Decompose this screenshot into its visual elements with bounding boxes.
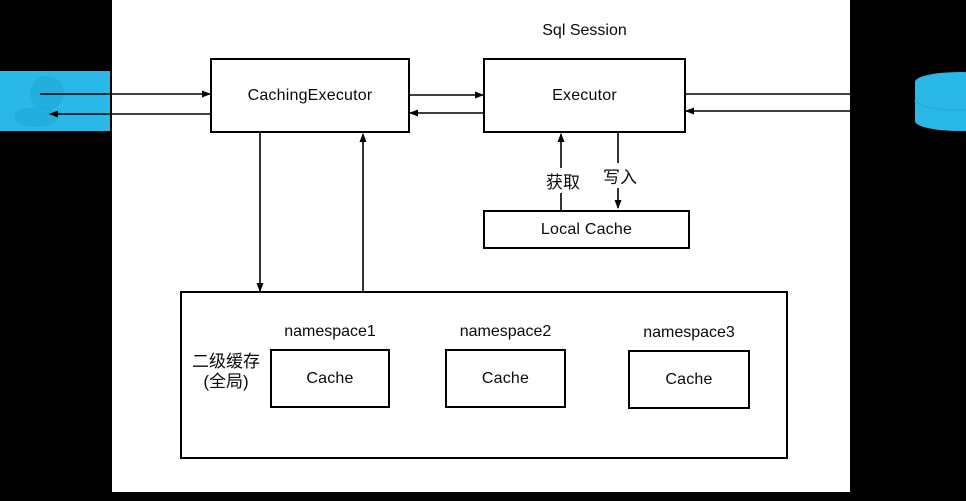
namespace1-cache-label: Cache [306,369,354,387]
caching-executor-label: CachingExecutor [247,86,373,104]
second-level-cache-label-line2: (全局) [203,372,249,392]
local-cache-label: Local Cache [540,220,633,238]
second-level-cache-label: 二级缓存 (全局) [182,352,270,393]
namespace2-cache-label: Cache [481,369,530,387]
namespace2-label: namespace2 [459,323,552,340]
namespace2-cache-node: Cache [445,349,566,408]
local-cache-node: Local Cache [483,210,690,249]
executor-label: Executor [552,86,617,104]
sql-session-label: Sql Session [542,22,627,39]
user-actor-icon [0,71,110,131]
namespace3-cache-label: Cache [665,370,713,388]
write-edge-label: 写入 [592,163,648,188]
namespace1-cache-node: Cache [270,349,390,408]
caching-executor-node: CachingExecutor [210,58,410,133]
get-edge-label: 获取 [535,168,591,193]
namespace3-label: namespace3 [643,324,735,341]
database-cylinder-icon [914,72,966,131]
second-level-cache-label-line1: 二级缓存 [192,352,260,371]
second-level-cache-container [180,291,788,459]
namespace3-cache-node: Cache [628,350,750,409]
executor-node: Executor [483,58,686,133]
namespace1-label: namespace1 [284,323,376,340]
